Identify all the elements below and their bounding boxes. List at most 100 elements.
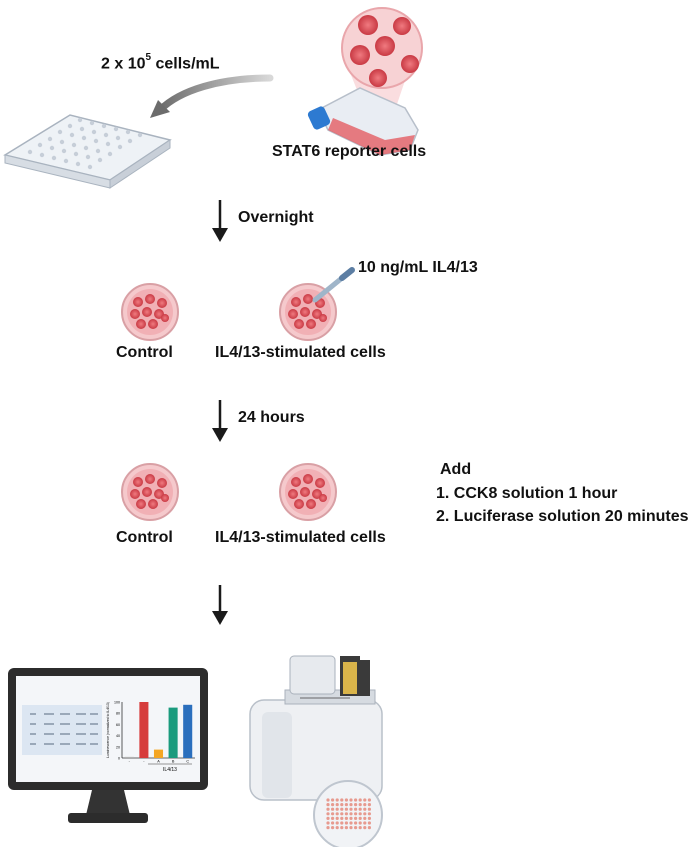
plate-well: [367, 798, 371, 802]
plate-well: [358, 812, 362, 816]
plate-well: [367, 816, 371, 821]
plate-well: [363, 821, 367, 825]
chart-ylabel: Luminescence (normalized to IL4/13): [106, 702, 110, 758]
plate-well: [340, 807, 344, 811]
control-dish-icon: [121, 463, 179, 521]
plate-well: [331, 816, 335, 821]
seeding-density-label: 2 x 105 cells/mL: [101, 52, 220, 73]
down-arrow-icon: [212, 400, 228, 442]
stimulated-label: IL4/13-stimulated cells: [215, 344, 386, 361]
plate-well: [344, 798, 348, 802]
plate-well: [331, 821, 335, 825]
plate-well: [326, 798, 330, 802]
plate-well: [331, 826, 335, 830]
plate-well: [344, 812, 348, 816]
plate-well: [331, 812, 335, 816]
plate-well: [340, 812, 344, 816]
plate-well: [354, 807, 358, 811]
plate-well: [354, 812, 358, 816]
chart-bar: [124, 756, 134, 758]
plate-well: [367, 812, 371, 816]
plate-well: [326, 807, 330, 811]
plate-well: [326, 803, 330, 807]
monitor-icon: [8, 668, 208, 823]
plate-well: [340, 803, 344, 807]
plate-well: [358, 803, 362, 807]
plate-well: [335, 807, 339, 811]
plate-well: [349, 821, 353, 825]
plate-well: [354, 798, 358, 802]
plate-well: [335, 798, 339, 802]
plate-well: [335, 803, 339, 807]
plate-well: [354, 816, 358, 821]
plate-well: [331, 798, 335, 802]
plate-well: [367, 803, 371, 807]
plate-well: [331, 803, 335, 807]
plate-well: [358, 821, 362, 825]
well-plate-zoom-icon: [313, 780, 383, 847]
plate-well: [358, 826, 362, 830]
control-label: Control: [116, 529, 173, 546]
chart-ytick-label: 40: [116, 734, 120, 738]
control-label: Control: [116, 344, 173, 361]
add-title: Add: [440, 461, 472, 478]
luminescence-chart: Luminescence (normalized to IL4/13) IL4/…: [106, 701, 195, 773]
plate-well: [340, 826, 344, 830]
plate-well: [326, 821, 330, 825]
plate-well: [340, 816, 344, 821]
plate-well: [340, 798, 344, 802]
culture-flask-icon: [307, 87, 419, 156]
plate-well: [367, 821, 371, 825]
plate-well: [344, 826, 348, 830]
chart-xtick-label: A: [157, 760, 160, 764]
plate-well: [349, 803, 353, 807]
chart-xtick-label: -: [143, 760, 145, 764]
plate-well: [358, 807, 362, 811]
plate-well: [363, 826, 367, 830]
plate-well: [344, 821, 348, 825]
plate-reader-icon: [249, 655, 383, 801]
chart-ytick-label: 80: [116, 712, 120, 716]
plate-well: [344, 803, 348, 807]
plate-well: [363, 816, 367, 821]
plate-well: [363, 798, 367, 802]
plate-well: [367, 807, 371, 811]
cell-line-label: STAT6 reporter cells: [272, 143, 427, 160]
pipette-icon: [312, 267, 355, 303]
chart-bar: [139, 702, 149, 758]
plate-well: [349, 826, 353, 830]
down-arrow-icon: [212, 585, 228, 625]
plate-well: [335, 821, 339, 825]
down-arrow-icon: [212, 200, 228, 242]
plate-well: [326, 816, 330, 821]
chart-xtick-label: B: [172, 760, 175, 764]
plate-well: [326, 826, 330, 830]
plate-well: [349, 807, 353, 811]
plate-well: [363, 807, 367, 811]
plate-well: [344, 807, 348, 811]
chart-ytick-label: 20: [116, 745, 120, 749]
seeding-arrow-icon: [150, 74, 274, 118]
well-plate-icon: [3, 114, 172, 189]
treatment-label: 10 ng/mL IL4/13: [358, 259, 478, 276]
chart-bar: [183, 704, 193, 758]
plate-well: [335, 812, 339, 816]
chart-group-label: IL4/13: [163, 767, 177, 773]
plate-well: [363, 812, 367, 816]
incubation-label: 24 hours: [238, 409, 305, 426]
plate-well: [358, 798, 362, 802]
plate-well: [335, 816, 339, 821]
chart-ytick-label: 0: [118, 757, 120, 761]
stimulated-label: IL4/13-stimulated cells: [215, 529, 386, 546]
plate-well: [358, 816, 362, 821]
plate-well: [340, 821, 344, 825]
plate-well: [335, 826, 339, 830]
chart-ytick-label: 60: [116, 723, 120, 727]
plate-well: [326, 812, 330, 816]
plate-well: [354, 803, 358, 807]
plate-well: [331, 807, 335, 811]
stimulated-dish-icon: [279, 463, 337, 521]
add-item-1: 1. CCK8 solution 1 hour: [436, 485, 618, 502]
plate-well: [349, 812, 353, 816]
